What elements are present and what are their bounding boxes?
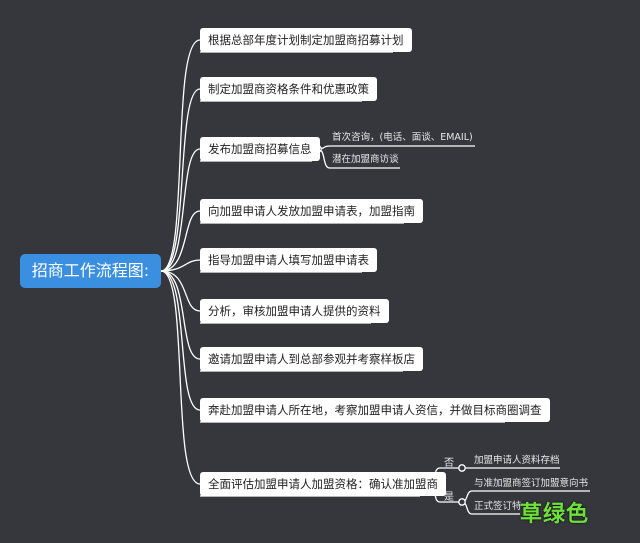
step-node-2[interactable]: 制定加盟商资格条件和优惠政策: [200, 77, 377, 101]
link-step-2: [160, 88, 201, 272]
decision-no-leaf[interactable]: 加盟申请人资料存档: [474, 455, 560, 466]
link-step-5: [160, 259, 201, 272]
decision-yes-leaf-2[interactable]: 正式签订特: [474, 501, 522, 512]
decision-no-label: 否: [444, 458, 454, 469]
link-step-9: [160, 270, 201, 485]
step-node-4[interactable]: 向加盟申请人发放加盟申请表，加盟指南: [200, 199, 423, 223]
step-node-7[interactable]: 邀请加盟申请人到总部参观并考察样板店: [200, 347, 423, 371]
step-node-9[interactable]: 全面评估加盟申请人加盟资格：确认准加盟商: [200, 472, 446, 496]
link-step-4: [160, 210, 201, 272]
step-node-5[interactable]: 指导加盟申请人填写加盟申请表: [200, 248, 377, 272]
step-node-6[interactable]: 分析，审核加盟申请人提供的资料: [200, 299, 389, 323]
link-step-1: [160, 39, 201, 272]
link-step-3: [160, 148, 201, 272]
step-node-3[interactable]: 发布加盟商招募信息: [200, 137, 320, 161]
step-node-1[interactable]: 根据总部年度计划制定加盟商招募计划: [200, 28, 412, 52]
root-node[interactable]: 招商工作流程图:: [20, 254, 161, 288]
step-node-8[interactable]: 奔赴加盟申请人所在地，考察加盟申请人资信，并做目标商圈调查: [200, 398, 550, 422]
channel-leaf-1[interactable]: 首次咨询，(电话、面谈、EMAIL): [332, 132, 473, 143]
channel-leaf-2[interactable]: 潜在加盟商访谈: [332, 154, 399, 165]
link-step-8: [160, 270, 201, 411]
link-channel-1: [317, 145, 475, 150]
decision-yes-leaf-1[interactable]: 与准加盟商签订加盟意向书: [474, 478, 589, 489]
decision-yes-label: 是: [444, 492, 454, 503]
link-step-6: [160, 270, 201, 312]
junction-yes: [458, 498, 466, 506]
junction-no: [458, 464, 466, 472]
watermark-text: 草绿色: [520, 502, 590, 527]
link-step-7: [160, 270, 201, 360]
